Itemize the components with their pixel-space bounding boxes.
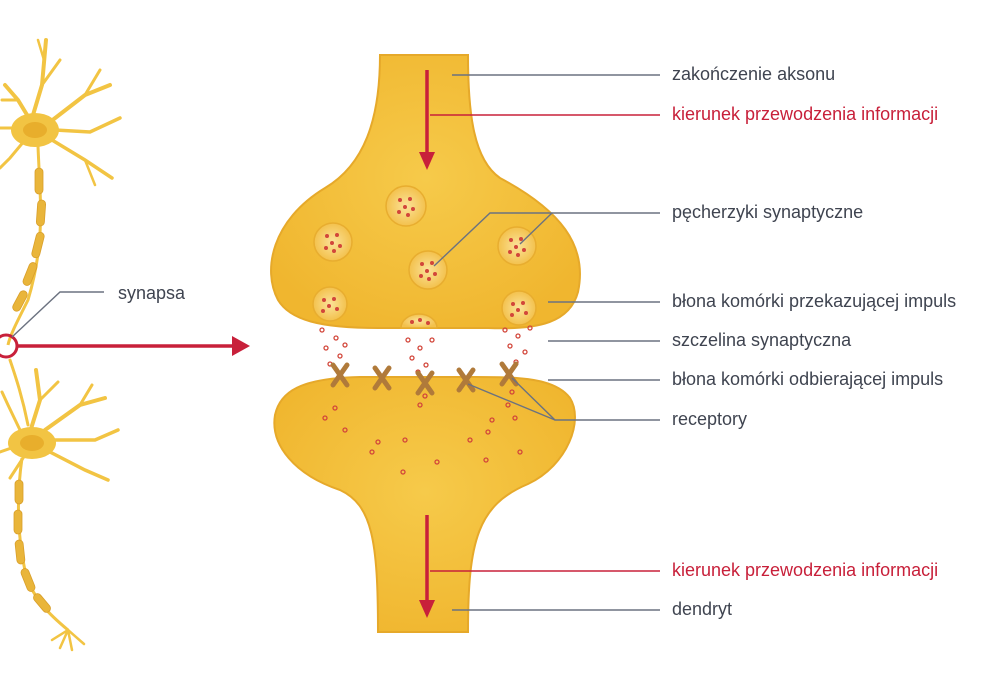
label-postsynaptic-membrane: błona komórki odbierającej impuls: [672, 369, 944, 389]
myelin-upper: [12, 167, 47, 312]
vesicle: [408, 250, 448, 290]
label-receptors: receptory: [672, 409, 748, 429]
neurotransmitter-dots: [319, 325, 533, 475]
label-direction-top: kierunek przewodzenia informacji: [672, 104, 939, 124]
label-presynaptic-membrane: błona komórki przekazującej impuls: [672, 291, 957, 311]
neuron-upper: [0, 38, 122, 187]
label-synapse: synapsa: [118, 283, 186, 303]
label-synaptic-cleft: szczelina synaptyczna: [672, 330, 852, 350]
synaptic-vesicles: [312, 185, 537, 329]
arrow-down-icon: [419, 600, 435, 618]
arrow-right-icon: [232, 336, 250, 356]
postsynaptic-cell: [273, 376, 576, 633]
vesicle: [312, 286, 348, 322]
receptor: [330, 362, 350, 388]
receptor: [372, 365, 392, 391]
vesicle: [400, 313, 438, 329]
vesicle: [501, 290, 537, 326]
receptor: [499, 361, 519, 387]
axon-terminal-branches: [50, 628, 86, 652]
receptor: [456, 367, 476, 393]
arrow-down-icon: [419, 152, 435, 170]
label-direction-bottom: kierunek przewodzenia informacji: [672, 560, 939, 580]
label-dendrite: dendryt: [672, 599, 733, 619]
vesicle: [497, 226, 537, 266]
vesicle: [385, 185, 427, 227]
myelin-lower: [13, 479, 51, 613]
leader-lines: [11, 74, 660, 611]
nucleus-upper: [23, 122, 47, 138]
receptor-proteins: [330, 361, 519, 396]
nucleus-lower: [20, 435, 44, 451]
vesicle: [313, 222, 353, 262]
label-vesicles: pęcherzyki synaptyczne: [672, 202, 864, 222]
receptor: [415, 370, 435, 396]
label-axon-terminal: zakończenie aksonu: [672, 64, 836, 84]
neuron-lower: [0, 358, 120, 482]
